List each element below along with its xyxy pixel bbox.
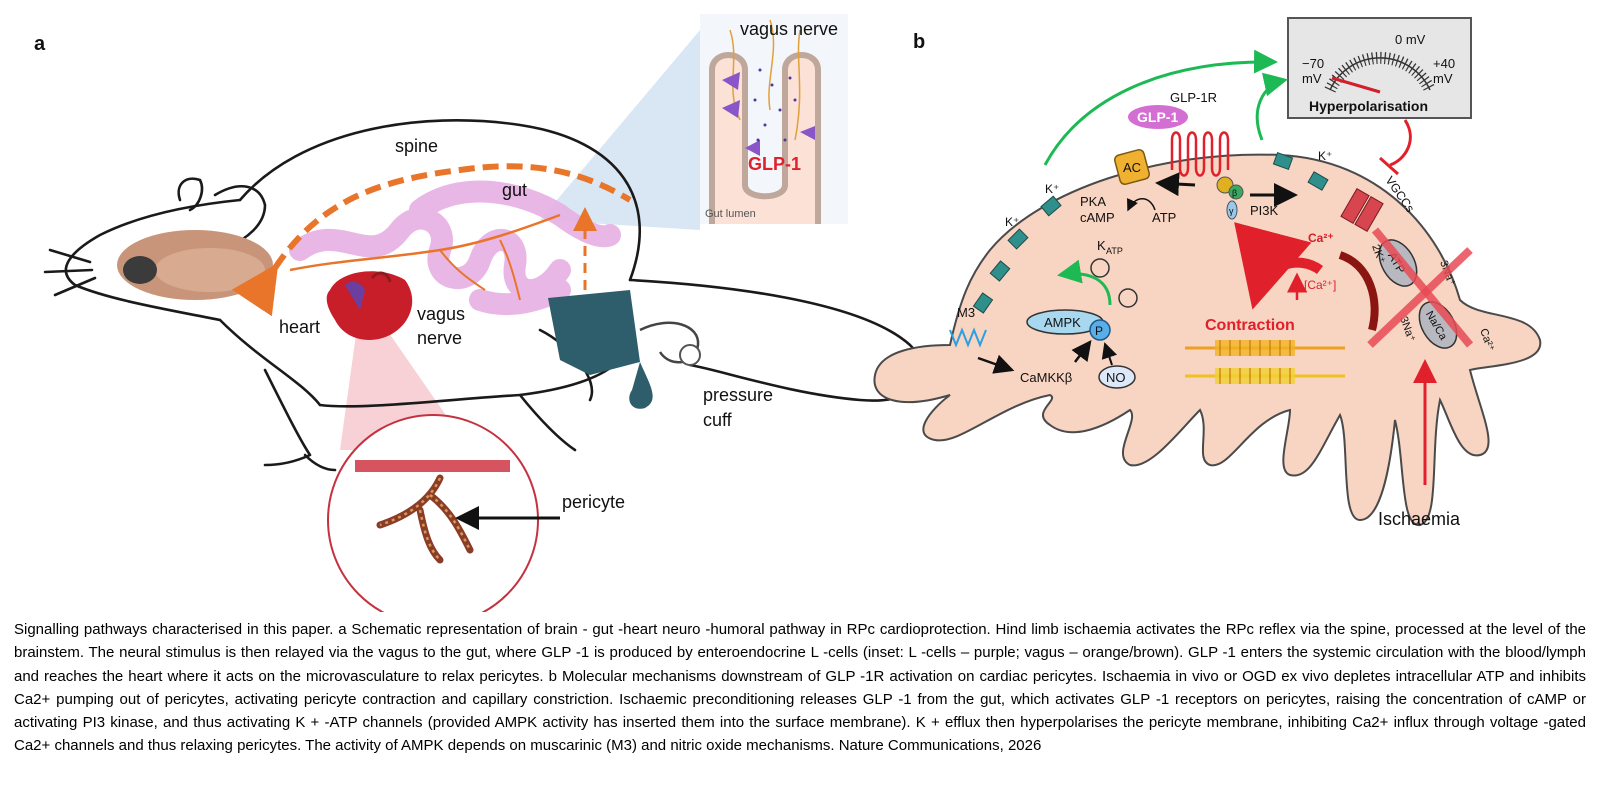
vgcc-channel: [1340, 187, 1384, 233]
label-katp-main: K: [1097, 238, 1106, 253]
spine-pathway: [231, 163, 632, 317]
label-ca-influx: Ca²⁺: [1308, 231, 1334, 245]
green-arrow-k-to-meter: [1255, 72, 1288, 141]
arrow-camkk-to-ampk: [1071, 340, 1092, 363]
label-ischaemia: Ischaemia: [1378, 509, 1461, 529]
panel-b-letter: b: [913, 31, 925, 53]
label-pressure-line1: pressure: [703, 385, 773, 405]
g-protein-beta: [1228, 184, 1244, 200]
arrow-g-to-ac: [1155, 172, 1196, 197]
label-spine: spine: [395, 136, 438, 156]
label-vagus-line1: vagus: [417, 304, 465, 324]
label-k-plus-2: K⁺: [1005, 215, 1019, 229]
pump-cross-2: [1367, 247, 1473, 348]
label-contraction: Contraction: [1205, 317, 1295, 334]
vagus-pathway: [289, 213, 561, 272]
label-pressure-line2: cuff: [703, 410, 733, 430]
label-glp1: GLP-1: [1137, 109, 1178, 125]
arrow-m3-to-camkk: [977, 354, 1015, 374]
inhibit-vgcc-bar: [1379, 156, 1399, 176]
katp-vesicle-2: [1118, 288, 1138, 308]
vagus-branch: [439, 239, 521, 301]
meter-caption: Hyperpolarisation: [1309, 98, 1428, 114]
label-katp-sub: ATP: [1106, 246, 1123, 256]
meter-right-top: +40: [1433, 56, 1455, 71]
inset-glp1: GLP-1: [748, 154, 801, 174]
rat-eye: [123, 256, 157, 284]
gut-inset: vagus nerve GLP-1 Gut lumen: [700, 14, 848, 224]
meter-right-bottom: mV: [1433, 71, 1453, 86]
label-heart: heart: [279, 317, 320, 337]
inset-vagus-nerve: vagus nerve: [740, 19, 838, 39]
k-channel-5: [1272, 151, 1294, 171]
label-camkk: CaMKKβ: [1020, 370, 1072, 385]
brain-shadow: [155, 248, 265, 292]
membrane-voltmeter: −70 mV 0 mV +40 mV Hyperpolarisation: [1287, 17, 1472, 119]
panel-a-letter: a: [34, 33, 46, 55]
inset-gut-lumen: Gut lumen: [705, 208, 756, 220]
figure: a: [34, 14, 1542, 612]
pericyte-inset: [327, 414, 539, 612]
katp-vesicle-1: [1090, 258, 1110, 278]
glp1r-receptor: [1170, 131, 1230, 177]
panel-a: a: [34, 14, 926, 612]
label-p: P: [1095, 324, 1103, 338]
label-ca-conc: [Ca²⁺]: [1304, 278, 1336, 292]
g-protein-alpha: [1216, 176, 1234, 194]
pericyte-cell: [873, 153, 1542, 526]
panel-b: b −70 mV 0 mV +40 mV Hyperpolarisation G…: [873, 17, 1542, 529]
gut-inset-wedge: [540, 30, 700, 230]
contraction-arrow-left: [1234, 222, 1323, 310]
label-vagus-line2: nerve: [417, 328, 462, 348]
no-bubble: [1098, 365, 1136, 389]
phospho-p: [1089, 319, 1111, 341]
green-arrow-katp-to-meter: [1043, 49, 1278, 166]
meter-left-bottom: mV: [1302, 71, 1322, 86]
label-m3: M3: [957, 305, 975, 320]
k-channels: [972, 151, 1329, 314]
label-ac: AC: [1123, 160, 1141, 175]
label-no: NO: [1106, 370, 1126, 385]
inhibit-vgcc-line: [1389, 119, 1412, 167]
arrow-no-to-p: [1101, 342, 1118, 366]
label-pericyte: pericyte: [562, 492, 625, 512]
m3-receptor: [949, 327, 987, 348]
g-protein-gamma: [1226, 200, 1238, 220]
k-channel-6: [1307, 171, 1329, 191]
meter-left-top: −70: [1302, 56, 1324, 71]
label-k-plus-3: K⁺: [1318, 149, 1332, 163]
k-channel-3: [989, 260, 1011, 282]
label-k-plus-1: K⁺: [1045, 182, 1059, 196]
k-channel-4: [972, 292, 994, 314]
heart-illustration: [326, 271, 413, 340]
figure-caption: Signalling pathways characterised in thi…: [14, 621, 1586, 755]
arrow-atp-to-camp: [1127, 197, 1156, 212]
pump-cross-1: [1371, 227, 1474, 348]
k-channel-2: [1007, 228, 1029, 250]
ac-enzyme: [1114, 149, 1150, 185]
gut-illustration: [289, 180, 621, 316]
k-channel-1: [1040, 195, 1062, 217]
label-gut: gut: [502, 180, 527, 200]
meter-center: 0 mV: [1395, 32, 1426, 47]
contractile-filaments: [1185, 340, 1345, 384]
label-glp1r: GLP-1R: [1170, 90, 1217, 105]
green-arrow-ampk-to-katp: [1057, 259, 1112, 306]
label-camp: cAMP: [1080, 210, 1115, 225]
label-gamma: γ: [1229, 206, 1234, 216]
label-pka: PKA: [1080, 194, 1106, 209]
label-atp: ATP: [1152, 210, 1176, 225]
glp1-ligand: [1128, 105, 1188, 129]
label-ampk: AMPK: [1044, 315, 1081, 330]
contraction-arrow-right: [1338, 251, 1379, 332]
label-pi3k: PI3K: [1250, 203, 1279, 218]
pressure-cuff: [548, 290, 701, 409]
label-beta: β: [1232, 188, 1237, 198]
